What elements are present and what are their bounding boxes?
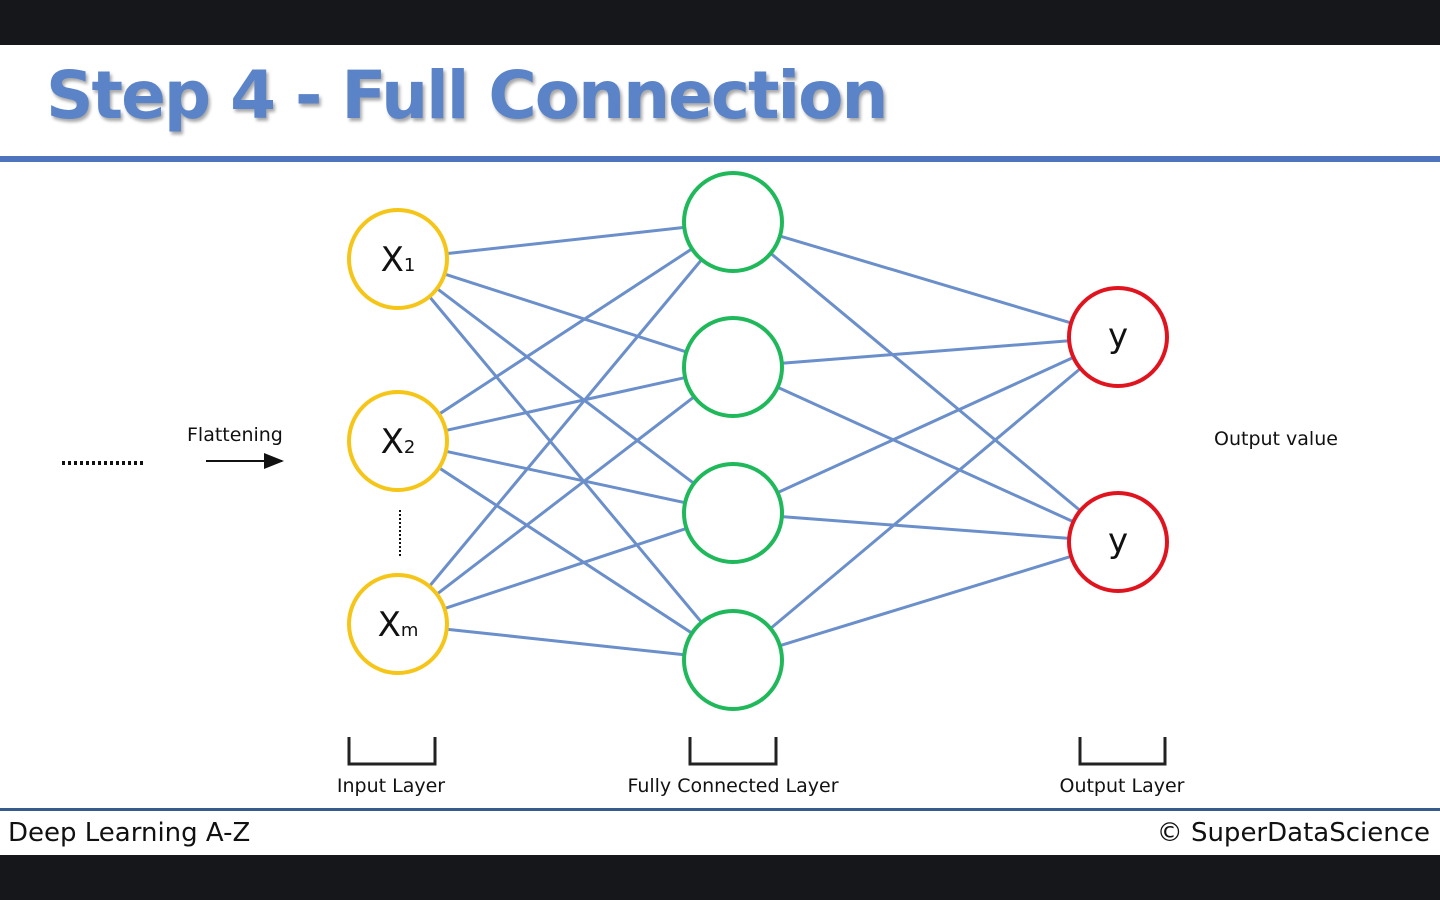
output-node-1-label: y xyxy=(1108,316,1128,356)
edge-hidden-1-output-2 xyxy=(769,252,1082,512)
edge-input-2-hidden-3 xyxy=(445,449,686,505)
output-node-2-label: y xyxy=(1108,521,1128,561)
input-layer-label: Input Layer xyxy=(337,775,445,797)
hidden-node-4 xyxy=(682,609,784,711)
svg-text:X1: X1 xyxy=(381,240,416,280)
course-name: Deep Learning A-Z xyxy=(8,818,251,848)
slide: Step 4 - Full Connection Flattening X1 X… xyxy=(0,45,1440,855)
edge-input-2-hidden-2 xyxy=(445,376,686,432)
input-node-m-subscript: m xyxy=(401,620,419,641)
edge-hidden-4-output-1 xyxy=(769,367,1082,630)
hidden-node-3 xyxy=(682,462,784,564)
flattening-label: Flattening xyxy=(187,424,283,446)
network-diagram: Flattening X1 X2 Xm xyxy=(62,171,1338,797)
edge-input-3-hidden-2 xyxy=(435,395,696,596)
input-node-1: X1 xyxy=(347,208,449,310)
edge-hidden-3-output-2 xyxy=(781,515,1070,540)
edge-input-3-hidden-3 xyxy=(444,526,687,611)
connection-edges xyxy=(428,225,1082,657)
edge-hidden-2-output-2 xyxy=(776,385,1075,524)
edge-input-1-hidden-2 xyxy=(444,272,687,354)
edge-hidden-2-output-1 xyxy=(781,339,1070,365)
top-letterbox xyxy=(0,0,1440,45)
input-node-2-subscript: 2 xyxy=(404,437,415,458)
input-node-m: Xm xyxy=(347,573,449,675)
svg-text:X2: X2 xyxy=(381,422,416,462)
input-node-2: X2 xyxy=(347,390,449,492)
edge-input-3-hidden-4 xyxy=(446,627,685,657)
input-node-1-label: X xyxy=(381,240,404,280)
edge-hidden-1-output-1 xyxy=(779,234,1072,325)
footer-divider xyxy=(0,808,1440,811)
copyright: © SuperDataScience xyxy=(1156,818,1430,848)
output-node-1: y xyxy=(1067,286,1169,388)
output-layer-bracket xyxy=(1078,737,1167,766)
output-layer-label: Output Layer xyxy=(1059,775,1184,797)
edge-hidden-3-output-1 xyxy=(776,356,1075,494)
output-value-label: Output value xyxy=(1214,428,1338,450)
slide-title: Step 4 - Full Connection xyxy=(46,57,888,134)
title-divider xyxy=(0,156,1440,162)
edge-input-2-hidden-4 xyxy=(438,466,693,635)
edge-input-3-hidden-1 xyxy=(428,258,703,588)
input-node-m-label: X xyxy=(378,605,401,645)
edge-input-1-hidden-1 xyxy=(446,225,685,256)
svg-text:Xm: Xm xyxy=(378,605,419,645)
edge-input-2-hidden-1 xyxy=(438,247,693,416)
bottom-letterbox xyxy=(0,855,1440,900)
hidden-node-1 xyxy=(682,171,784,273)
hidden-layer-label: Fully Connected Layer xyxy=(627,775,838,797)
edge-input-1-hidden-4 xyxy=(428,295,703,624)
hidden-layer-bracket xyxy=(688,737,778,766)
edge-input-1-hidden-3 xyxy=(436,287,695,485)
edge-hidden-4-output-2 xyxy=(779,554,1072,648)
input-node-2-label: X xyxy=(381,422,404,462)
hidden-node-2 xyxy=(682,316,784,418)
input-layer-bracket xyxy=(347,737,437,766)
input-node-1-subscript: 1 xyxy=(404,255,415,276)
output-node-2: y xyxy=(1067,491,1169,593)
